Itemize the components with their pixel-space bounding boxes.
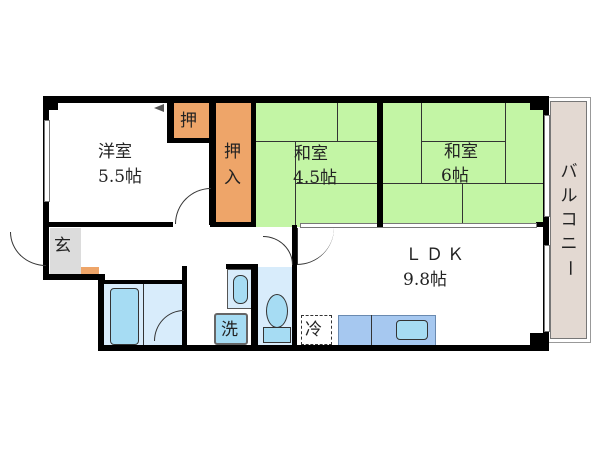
closet-small-label: 押 [180,111,197,131]
tatami-line [421,141,505,142]
sink-icon [396,320,428,340]
wall [377,103,383,227]
wall [43,96,58,110]
closet-tall [216,103,251,225]
entrance-label: 玄 [54,236,71,256]
wall [530,96,549,110]
wall [226,264,256,269]
window [544,245,550,332]
tatami-line [505,103,506,183]
tatami-line [462,183,463,227]
wall [43,225,49,280]
tatami-line [421,103,422,183]
japanese-room-4-5-name: 和室 [294,144,328,164]
entrance [50,228,81,275]
japanese-room-4-5 [256,103,377,227]
western-room-door[interactable] [175,188,211,224]
wall [167,138,213,143]
wall [43,274,105,280]
wall [98,274,104,350]
entrance-shoe-box [70,267,99,275]
western-room-size: 5.5帖 [98,167,143,187]
wall [251,103,256,225]
wall [167,103,174,140]
balcony-label: バ ル コ ニ ー [559,162,579,277]
wall [209,103,216,225]
japanese-room-4-5-size: 4.5帖 [293,168,338,188]
bathtub-icon [110,288,139,345]
wall [292,225,297,346]
japanese-room-6-name: 和室 [444,142,478,162]
ldk-door[interactable] [297,228,334,265]
toilet-door[interactable] [263,236,293,265]
entrance-door[interactable] [10,232,46,266]
western-room-name: 洋室 [98,142,132,162]
fridge-space [301,315,332,345]
wall [536,222,549,227]
closet-tall-label-2: 入 [224,168,241,188]
aircon-icon [154,104,164,112]
closet-small [174,103,209,140]
toilet-bowl-icon [266,294,288,328]
window [44,120,50,202]
washer-label: 洗 [221,320,238,340]
wall [43,96,549,103]
window [544,115,550,217]
washer-box [214,313,248,345]
wall [251,264,258,346]
tatami-line [295,141,296,227]
counter-divider [371,315,372,346]
wall [98,280,183,284]
tatami-line [295,183,377,184]
ldk-size: 9.8帖 [403,270,448,290]
japanese-room-6-size: 6帖 [441,166,469,186]
toilet-tank-icon [263,327,291,343]
balcony [550,101,587,339]
sliding-door [300,223,537,228]
japanese-room-6 [383,103,543,227]
fridge-label: 冷 [305,320,322,340]
wall [210,222,256,227]
wall [543,96,549,350]
bath-divider [143,283,144,345]
tatami-line [256,141,377,142]
wall [43,222,173,227]
washbasin-icon [233,275,248,304]
ldk-name: ＬＤＫ [405,245,468,265]
tatami-line [337,103,338,141]
wall [98,345,549,351]
wall [182,266,187,345]
closet-tall-label-1: 押 [224,142,241,162]
tatami-line [383,183,543,184]
